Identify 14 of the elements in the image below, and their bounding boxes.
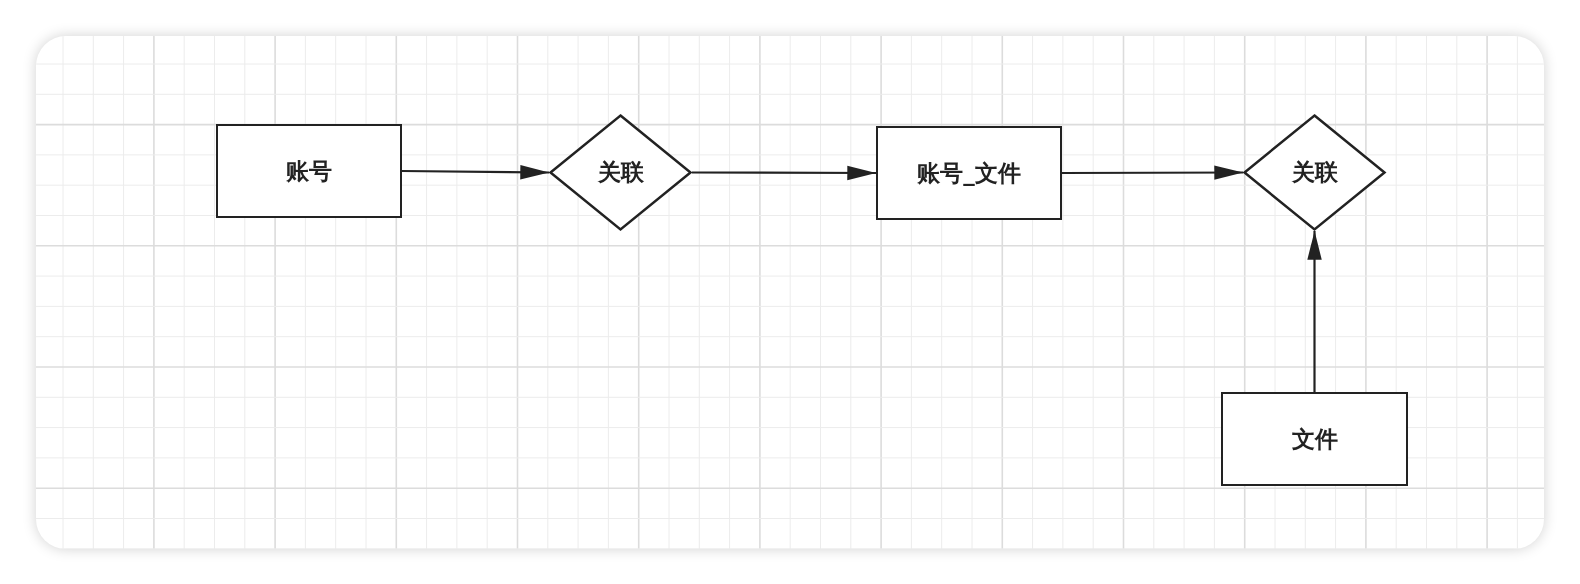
node-label: 文件	[1291, 424, 1338, 454]
decision-diamond	[1243, 114, 1386, 231]
arrow	[402, 165, 550, 180]
arrow	[1062, 165, 1244, 180]
node-label: 账号_文件	[917, 158, 1021, 188]
arrow	[692, 165, 877, 181]
decision-diamond	[549, 114, 692, 231]
node-label: 关联	[597, 158, 644, 187]
node-label: 账号	[286, 156, 332, 186]
entity-box	[1221, 392, 1408, 486]
entity-box	[216, 124, 402, 218]
entity-box	[876, 126, 1062, 220]
arrow	[1307, 230, 1322, 392]
node-label: 关联	[1291, 158, 1338, 187]
